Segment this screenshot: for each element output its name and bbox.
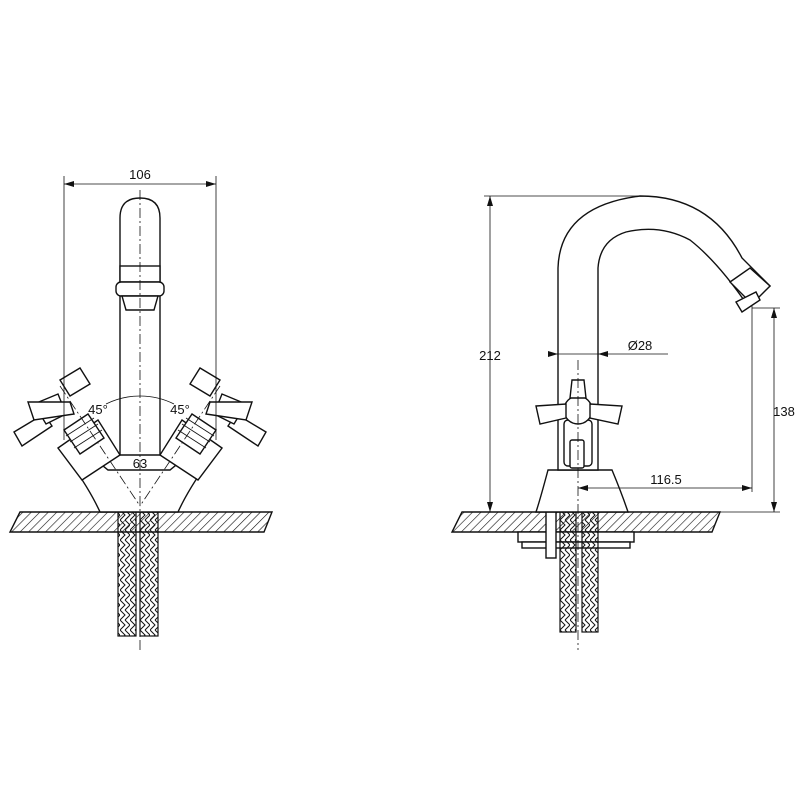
dim-spout-arrow-top <box>771 308 777 318</box>
handle-left-front <box>13 367 91 447</box>
front-view: 106 45° 45° 63 <box>8 167 274 650</box>
mount-stud-side <box>545 511 557 559</box>
gooseneck-spout-side <box>557 195 772 471</box>
centerline-valve-right <box>139 385 221 507</box>
dim-reach-label: 116.5 <box>650 472 682 487</box>
hose-right-front <box>139 511 159 637</box>
dim-angle-arc-left <box>105 395 141 405</box>
dim-angle-arc-right <box>139 395 175 405</box>
dim-reach-arrow-right <box>742 485 752 491</box>
dim-spout-height-label: 138 <box>773 404 795 419</box>
handle-arm-top-side <box>569 379 587 399</box>
dim-height-arrow-bottom <box>487 502 493 512</box>
dim-width-arrow-left <box>64 181 74 187</box>
hose-left-front <box>117 511 137 637</box>
spout-column-front <box>119 197 161 456</box>
dim-angle-right-label: 45° <box>170 402 190 417</box>
handle-arm-left-side <box>535 403 567 425</box>
spout-aerator-side <box>728 267 772 305</box>
hose-right-side <box>581 511 599 633</box>
dim-diameter-arrow-left <box>548 351 558 357</box>
handle-arm-right-side <box>589 403 623 425</box>
handle-right-front <box>189 367 267 447</box>
side-view: 212 Ø28 138 116.5 <box>450 195 795 650</box>
centerline-valve-left <box>59 385 141 507</box>
handle-lever-side <box>569 439 585 469</box>
dim-spout-arrow-bottom <box>771 502 777 512</box>
faucet-base-side <box>535 469 629 513</box>
valve-right-front <box>159 413 223 481</box>
dim-diameter-label: Ø28 <box>628 338 653 353</box>
dim-height-label: 212 <box>479 348 501 363</box>
spout-tip-side <box>735 291 761 313</box>
dim-diameter-arrow-right <box>598 351 608 357</box>
dim-width-arrow-right <box>206 181 216 187</box>
dim-reach-arrow-left <box>578 485 588 491</box>
valve-left-front <box>57 413 121 481</box>
hose-left-side <box>559 511 577 633</box>
dim-angle-left-label: 45° <box>88 402 108 417</box>
dim-spacing-label: 63 <box>133 456 147 471</box>
dim-height-arrow-top <box>487 196 493 206</box>
dim-width-label: 106 <box>129 167 151 182</box>
